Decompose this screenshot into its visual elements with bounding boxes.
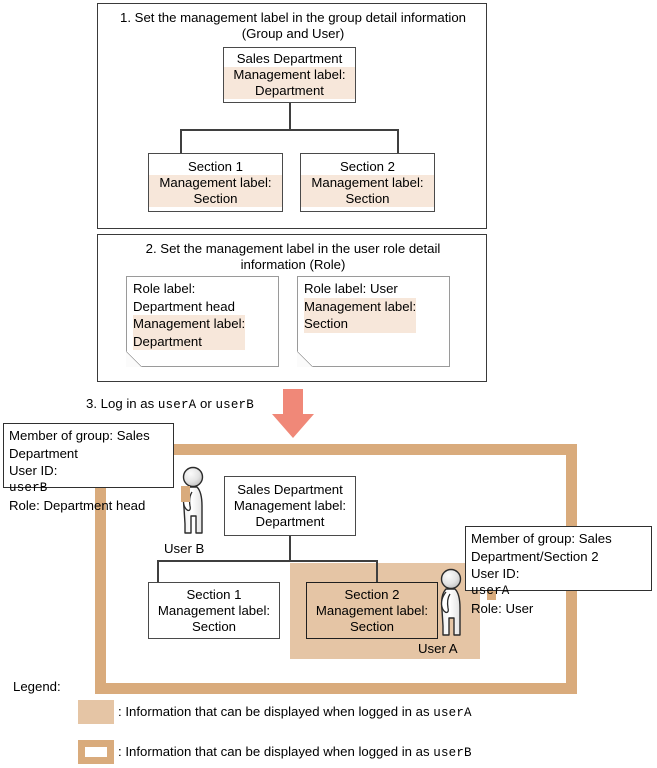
step1-child-1-name: Section 2 [340,158,395,174]
user-b-callout-userid-value: userB [9,480,48,495]
step1-title-line1: 1. Set the management label in the group… [119,10,467,25]
step3-root-box: Sales Department Management label: Depar… [224,476,356,536]
step1-title: 1. Set the management label in the group… [104,10,482,41]
step2-role-note-1-text: Role label: User Management label: Secti… [304,280,417,333]
step1-child-box-0: Section 1 Management label: Section [148,153,283,212]
note1-line1: Role label: User [304,281,398,296]
step3-child-1-label-caption: Management label: [315,602,429,618]
user-b-callout-line3: User ID: userB [9,462,168,497]
step2-role-note-1: Role label: User Management label: Secti… [297,276,450,367]
step3-connector-vertical-root [289,536,291,560]
down-arrow-icon-head [272,414,314,438]
step1-root-name: Sales Department [236,51,343,66]
step3-caption-user-a: userA [157,398,197,412]
step3-caption: 3. Log in as userA or userB [86,396,254,412]
user-a-figure-label: User A [418,641,458,656]
step2-panel: 2. Set the management label in the user … [97,234,487,382]
user-b-callout-line2: Department [9,445,78,461]
step3-connector-horizontal [157,560,378,562]
step3-caption-mid: or [196,396,216,411]
user-a-person-icon [434,568,472,640]
legend-item-1-text: : Information that can be displayed when… [118,744,472,760]
user-b-callout-line1: Member of group: Sales [9,428,150,443]
step1-panel: 1. Set the management label in the group… [97,3,487,229]
user-a-callout-line3: User ID: userA [471,565,646,600]
user-a-callout: Member of group: Sales Department/Sectio… [465,526,652,616]
note-fold-corner-icon [126,351,142,367]
user-b-callout-userid-label: User ID: [9,463,58,479]
user-b-callout-line4: Role: Department head [9,498,146,514]
note1-line3: Section [304,315,417,333]
step1-child-0-label-value: Section [149,190,282,207]
user-b-callout: Member of group: Sales Department User I… [3,423,174,513]
user-a-callout-line4: Role: User [471,601,534,617]
step2-title: 2. Set the management label in the user … [104,241,482,272]
step3-caption-user-b: userB [215,398,254,412]
step1-child-0-label-caption: Management label: [149,174,282,191]
step3-child-0-label-value: Section [192,618,236,634]
note0-line2: Department head [133,298,235,314]
step1-root-label-value: Department [224,83,355,99]
step1-root-label-caption: Management label: [224,67,355,83]
legend-item-1-user: userB [433,746,472,760]
legend-title: Legend: [13,679,61,694]
note-fold-corner-icon [297,351,313,367]
step3-root-label-caption: Management label: [233,498,347,513]
step1-child-box-1: Section 2 Management label: Section [300,153,435,212]
user-a-callout-userid-value: userA [471,583,510,598]
step3-root-name: Sales Department [237,482,343,497]
step2-title-line1: 2. Set the management label in the user … [145,241,441,256]
step1-connector-vertical-root [289,103,291,129]
legend-swatch-filled-tan [78,700,114,724]
step1-child-1-label-value: Section [301,190,434,207]
step1-connector-vertical-left [180,129,182,153]
down-arrow-icon-shaft [283,389,303,414]
step3-child-box-1: Section 2 Management label: Section [306,582,438,639]
note0-line4: Department [133,332,246,350]
step2-role-note-0-text: Role label: Department head Management l… [133,280,246,350]
legend-item-0-user: userA [433,706,472,720]
user-a-callout-line1: Member of group: Sales [471,531,612,546]
step1-child-0-name: Section 1 [188,158,243,174]
step1-root-box: Sales Department Management label: Depar… [223,47,356,103]
step3-child-0-label-caption: Management label: [157,602,271,618]
legend-item-0-prefix: : Information that can be displayed when… [118,704,434,719]
step1-connector-horizontal [180,129,399,131]
step3-child-0-name: Section 1 [186,586,242,602]
step1-connector-vertical-right [397,129,399,153]
user-b-person-icon [176,466,214,538]
step3-child-1-label-value: Section [350,618,394,634]
legend-swatch-outline-tan [78,740,114,764]
step3-child-1-name: Section 2 [344,586,400,602]
user-a-callout-tail [487,582,496,600]
step2-title-line2: information (Role) [240,256,346,272]
note0-line1: Role label: [133,281,196,296]
legend-item-0-text: : Information that can be displayed when… [118,704,472,720]
step1-title-line2: (Group and User) [241,25,345,41]
note0-line3: Management label: [133,315,246,333]
user-b-callout-tail [181,486,190,502]
user-a-callout-line2: Department/Section 2 [471,548,599,564]
user-b-figure-label: User B [164,541,205,556]
step3-connector-vertical-right [376,560,378,582]
note1-line2: Management label: [304,297,417,315]
step3-caption-prefix: 3. Log in as [86,396,158,411]
legend-item-1-prefix: : Information that can be displayed when… [118,744,434,759]
step3-root-label-value: Department [255,514,325,529]
step2-role-note-0: Role label: Department head Management l… [126,276,279,367]
user-a-callout-userid-label: User ID: [471,566,520,582]
step3-connector-vertical-left [157,560,159,582]
step1-child-1-label-caption: Management label: [301,174,434,191]
step3-child-box-0: Section 1 Management label: Section [148,582,280,639]
